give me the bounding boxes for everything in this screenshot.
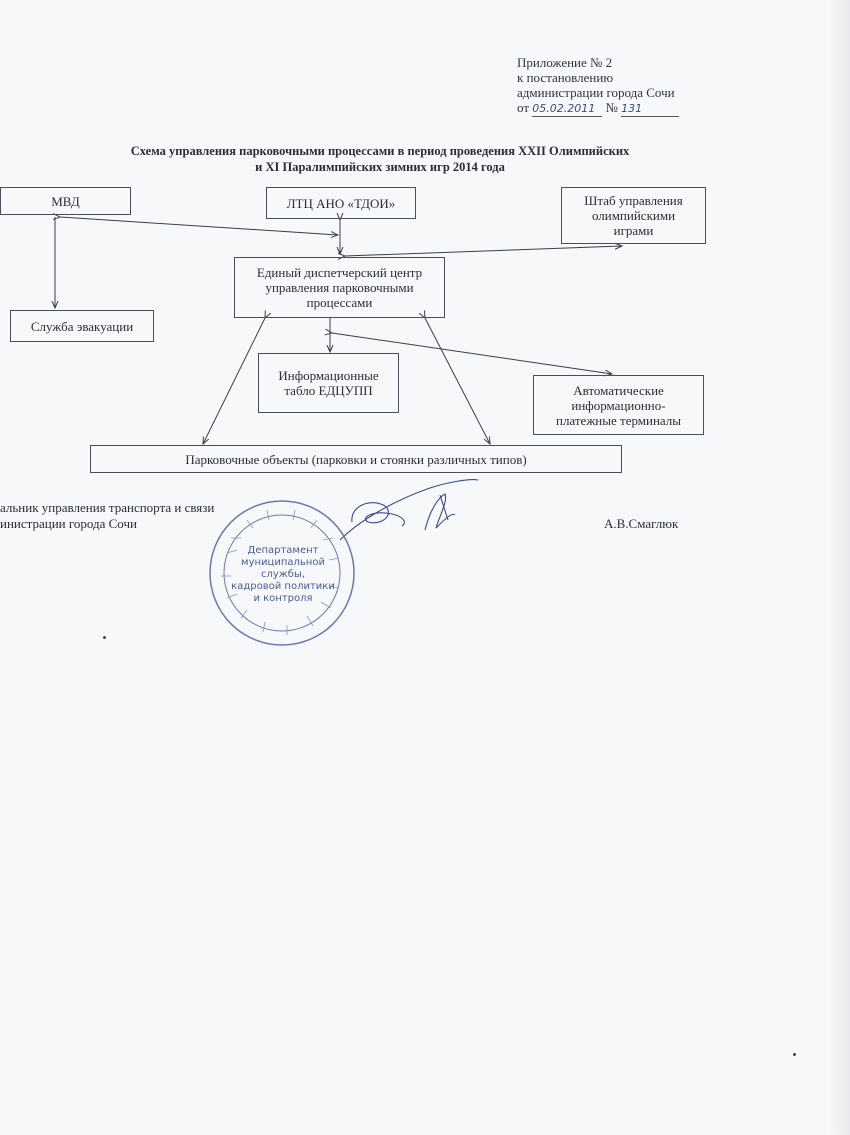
box-dispatch-center: Единый диспетчерский центр управления па… <box>234 257 445 318</box>
box-center-line-2: управления парковочными <box>265 280 414 295</box>
box-mvd-label: МВД <box>51 193 80 209</box>
appendix-line-3: администрации города Сочи <box>517 85 675 100</box>
arrow-center-parking-left <box>203 318 265 444</box>
box-terminals: Автоматические информационно- платежные … <box>533 375 704 435</box>
box-ltc-label: ЛТЦ АНО «ТДОИ» <box>286 195 396 211</box>
box-mvd: МВД <box>0 187 131 215</box>
box-evac-label: Служба эвакуации <box>30 318 134 334</box>
box-parking-label: Парковочные объекты (парковки и стоянки … <box>185 451 527 467</box>
signatory-position: альник управления транспорта и связи ини… <box>0 500 214 532</box>
number-prefix: № <box>605 100 618 115</box>
scan-shadow <box>828 0 850 1135</box>
number-value: 131 <box>621 102 643 115</box>
title-line-1: Схема управления парковочными процессами… <box>130 144 630 158</box>
stamp-line-4: кадровой политики <box>231 581 335 592</box>
signatory-name: А.В.Смаглюк <box>604 516 679 531</box>
box-shtab-line-3: играми <box>613 223 654 238</box>
box-shtab-line-2: олимпийскими <box>591 208 676 223</box>
stamp-line-2: муниципальной <box>241 557 325 568</box>
box-shtab-line-1: Штаб управления <box>584 193 683 208</box>
arrow-center-shtab <box>345 246 622 256</box>
appendix-line-1: Приложение № 2 <box>517 55 613 70</box>
box-evacuation: Служба эвакуации <box>10 310 154 342</box>
box-info-tablo: Информационные табло ЕДЦУПП <box>258 353 399 413</box>
scan-speck <box>103 636 106 639</box>
arrow-mvd-center <box>60 217 338 235</box>
box-tablo-line-2: табло ЕДЦУПП <box>284 383 373 398</box>
appendix-line-2: к постановлению <box>517 70 614 85</box>
box-terminals-line-3: платежные терминалы <box>555 412 682 428</box>
number-field: 131 <box>621 100 680 117</box>
stamp-line-3: службы, <box>260 569 306 580</box>
scheme-title: Схема управления парковочными процессами… <box>60 143 700 175</box>
title-line-2: и XI Паралимпийских зимних игр 2014 года <box>255 160 505 174</box>
appendix-header: Приложение № 2 к постановлению администр… <box>517 55 680 117</box>
signatory-position-line-1: альник управления транспорта и связи <box>0 500 215 515</box>
arrow-center-parking-right <box>425 318 490 444</box>
official-stamp <box>209 500 355 646</box>
box-ltc: ЛТЦ АНО «ТДОИ» <box>266 187 416 219</box>
box-terminals-line-1: Автоматические <box>573 382 664 398</box>
date-value: 05.02.2011 <box>532 102 596 115</box>
stamp-text: Департамент муниципальной службы, кадров… <box>228 545 338 605</box>
appendix-date-line: от 05.02.2011 № 131 <box>517 100 680 117</box>
box-terminals-line-2: информационно- <box>571 397 666 413</box>
box-parking-objects: Парковочные объекты (парковки и стоянки … <box>90 445 622 473</box>
date-prefix: от <box>517 100 530 115</box>
signatory-position-line-2: инистрации города Сочи <box>0 516 137 531</box>
scan-speck <box>793 1053 796 1056</box>
box-center-line-1: Единый диспетчерский центр <box>256 265 423 280</box>
box-shtab: Штаб управления олимпийскими играми <box>561 187 706 244</box>
box-center-line-3: процессами <box>306 295 373 310</box>
stamp-line-1: Департамент <box>247 545 319 556</box>
box-tablo-line-1: Информационные <box>278 368 379 383</box>
handwritten-signature <box>339 479 479 541</box>
date-field: 05.02.2011 <box>532 100 603 117</box>
stamp-line-5: и контроля <box>253 593 313 604</box>
